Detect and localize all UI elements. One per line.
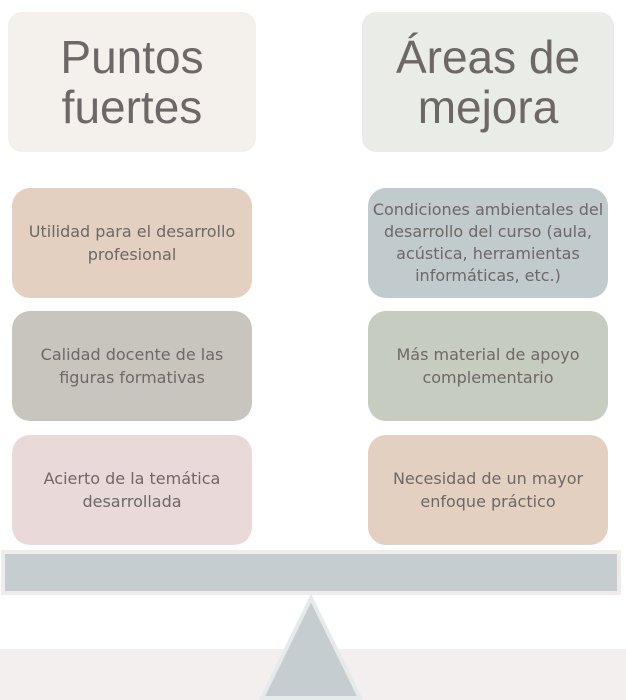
fulcrum-triangle bbox=[258, 594, 364, 700]
strengths-header: Puntos fuertes bbox=[8, 12, 256, 152]
strength-item: Calidad docente de las figuras formativa… bbox=[12, 311, 252, 421]
improvement-item: Necesidad de un mayor enfoque práctico bbox=[368, 435, 608, 545]
improvement-item: Condiciones ambientales del desarrollo d… bbox=[368, 188, 608, 298]
strength-item: Utilidad para el desarrollo profesional bbox=[12, 188, 252, 298]
improvement-item: Más material de apoyo complementario bbox=[368, 311, 608, 421]
balance-beam bbox=[1, 550, 621, 595]
improvements-header: Áreas de mejora bbox=[362, 12, 614, 152]
strength-item: Acierto de la temática desarrollada bbox=[12, 435, 252, 545]
